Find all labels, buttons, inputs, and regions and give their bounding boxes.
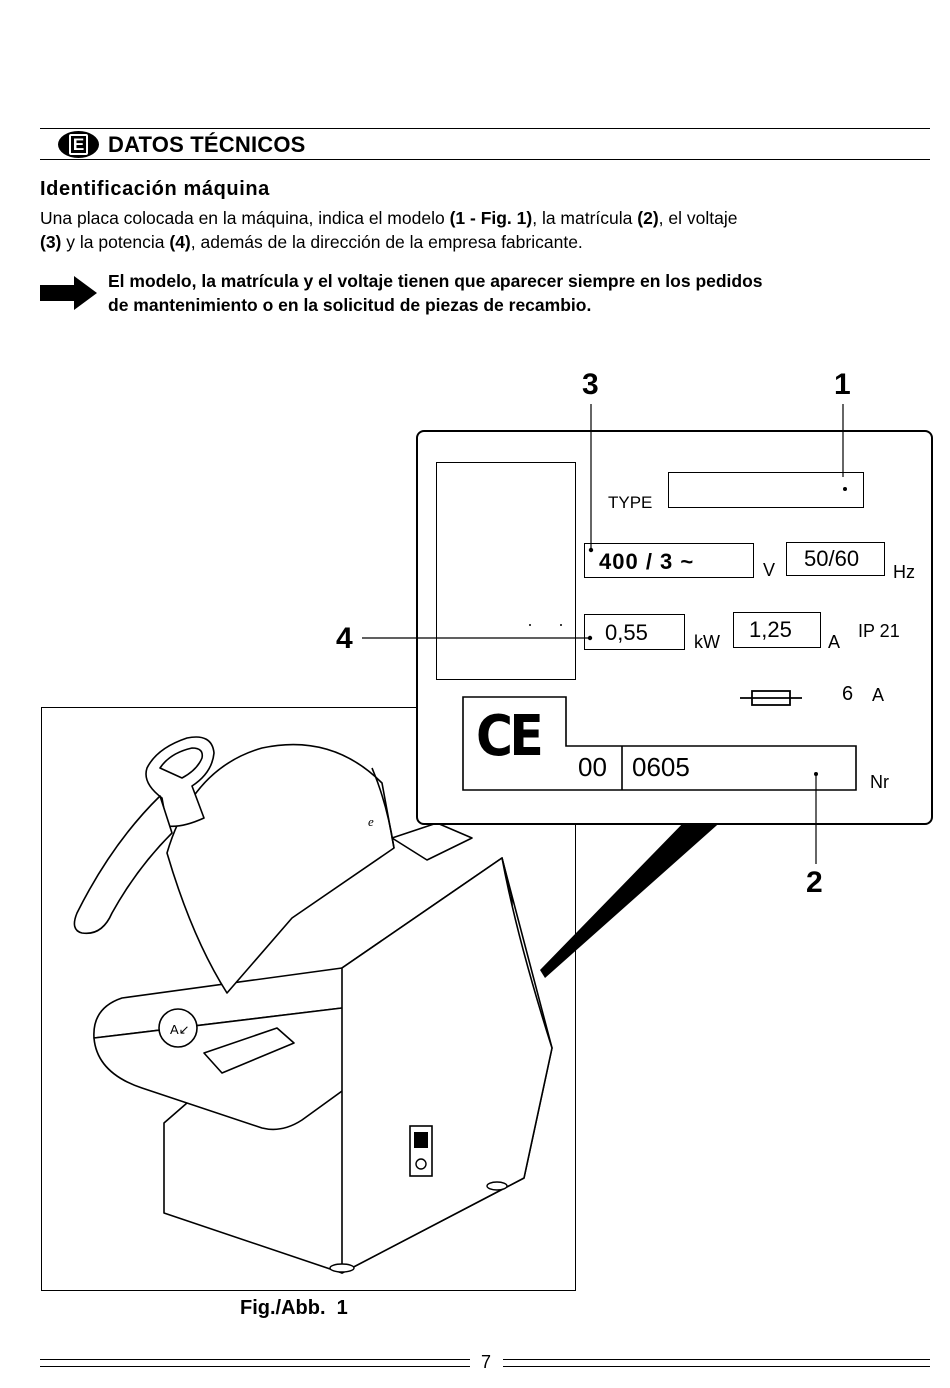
subtitle: Identificación máquina [40, 178, 270, 200]
machine-illustration: A↙ e [73, 736, 553, 1274]
figure-frame [41, 707, 576, 1291]
footer-rule-right-2 [503, 1366, 930, 1367]
type-label: TYPE [608, 493, 653, 512]
fuse-unit: A [872, 685, 885, 705]
type-dot [843, 487, 847, 491]
page-number: 7 [480, 1352, 491, 1372]
callout-4: 4 [336, 622, 353, 655]
callout-3: 3 [582, 368, 599, 401]
voltage-unit: V [763, 560, 776, 580]
section-title: DATOS TÉCNICOS [108, 132, 306, 157]
footer-rule-left [40, 1359, 470, 1360]
rating-plate: TYPE 400 / 3 ~ V 50/60 Hz 0,55 kW 1,25 A… [416, 430, 933, 825]
fuse-icon [740, 690, 802, 706]
footer-rule-right [503, 1359, 930, 1360]
protection-rating: IP 21 [858, 621, 900, 641]
lid-letter: e [368, 814, 374, 829]
serial-label: Nr [870, 772, 889, 792]
fuse-value: 6 [842, 683, 854, 705]
important-note: El modelo, la matrícula y el voltaje tie… [108, 271, 763, 315]
frequency-unit: Hz [893, 562, 915, 582]
language-badge: E [58, 131, 99, 158]
arrow-right-icon [40, 276, 97, 310]
header-rule-bottom [40, 159, 930, 160]
selector-mark: A↙ [170, 1022, 190, 1037]
footer-rule-left-2 [40, 1366, 470, 1367]
ce-mark: CE [476, 704, 544, 769]
power-field: 0,55 [584, 614, 685, 650]
current-field: 1,25 [733, 612, 821, 648]
callout-2: 2 [806, 866, 823, 899]
frequency-field: 50/60 [786, 542, 885, 576]
ce-serial-frame [462, 696, 857, 791]
plate-pointer [540, 818, 725, 978]
intro-paragraph: Una placa colocada en la máquina, indica… [40, 208, 738, 252]
serial-prefix: 00 [578, 752, 607, 782]
serial-number: 0605 [632, 752, 690, 782]
power-unit: kW [694, 632, 720, 652]
figure-caption: Fig./Abb. 1 [240, 1297, 348, 1319]
type-field [668, 472, 864, 508]
plate-blank-area [436, 462, 576, 680]
current-unit: A [828, 632, 841, 652]
header-rule-top [40, 128, 930, 129]
callout-1: 1 [834, 368, 851, 401]
voltage-field: 400 / 3 ~ [584, 543, 754, 578]
